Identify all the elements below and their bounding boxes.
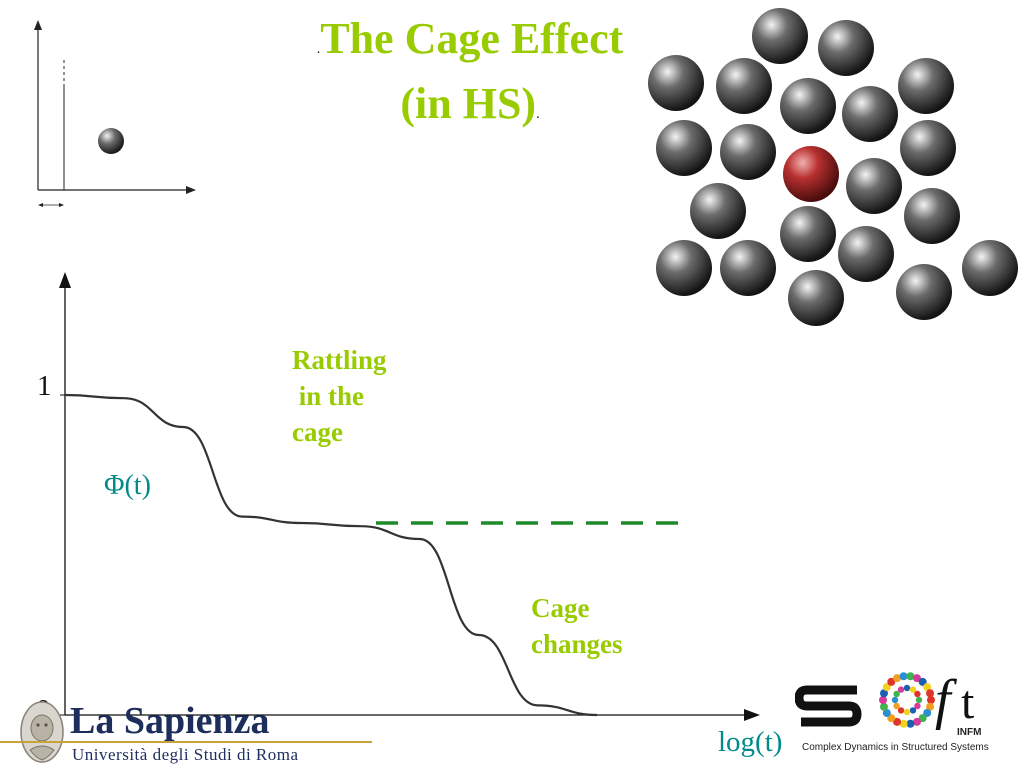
hard-sphere-icon [842, 86, 898, 142]
tagged-sphere-icon [783, 146, 839, 202]
inset-sphere-icon [98, 128, 124, 154]
hard-sphere-icon [904, 188, 960, 244]
hard-sphere-icon [716, 58, 772, 114]
hard-sphere-icon [780, 206, 836, 262]
soft-tagline: Complex Dynamics in Structured Systems [802, 742, 989, 753]
hard-sphere-icon [818, 20, 874, 76]
y-tick-label-1: 1 [37, 370, 52, 403]
slide-title: .The Cage Effect (in HS). [250, 12, 690, 142]
infm-badge: INFM [957, 727, 981, 738]
hard-sphere-icon [962, 240, 1018, 296]
cage-changes-annotation: Cage changes [531, 590, 671, 662]
hard-sphere-icon [690, 183, 746, 239]
cage-changes-line-2: changes [531, 626, 671, 662]
y-axis-label: Φ(t) [104, 470, 151, 502]
title-line-2: (in HS). [250, 77, 690, 142]
hard-sphere-icon [648, 55, 704, 111]
rattling-annotation: Rattling in the cage [292, 342, 452, 450]
title-line-2-text: (in HS) [400, 79, 536, 128]
inset-y-arrow-icon [34, 20, 42, 30]
rattling-line-1: Rattling [292, 342, 452, 378]
hard-sphere-icon [780, 78, 836, 134]
plot-y-arrow-icon [59, 272, 71, 288]
cage-changes-line-1: Cage [531, 590, 671, 626]
inset-x-arrow-icon [186, 186, 196, 194]
hard-sphere-icon [752, 8, 808, 64]
hard-sphere-icon [656, 120, 712, 176]
sapienza-seal-icon [16, 698, 68, 766]
hard-sphere-icon [846, 158, 902, 214]
title-dot-2: . [536, 107, 540, 122]
rattling-line-2: in the [292, 378, 452, 414]
title-line-1-text: The Cage Effect [320, 14, 623, 63]
hard-sphere-icon [898, 58, 954, 114]
hard-sphere-icon [788, 270, 844, 326]
inset-width-arrow-left-icon [38, 203, 43, 207]
hard-sphere-icon [838, 226, 894, 282]
sapienza-name: La Sapienza [70, 700, 270, 742]
plot-x-arrow-icon [744, 709, 760, 721]
title-line-1: .The Cage Effect [250, 12, 690, 77]
svg-text:f: f [935, 669, 958, 731]
hard-sphere-icon [896, 264, 952, 320]
rattling-line-3: cage [292, 414, 452, 450]
sapienza-subtitle: Università degli Studi di Roma [72, 745, 299, 765]
hard-sphere-icon [720, 124, 776, 180]
x-axis-label: log(t) [718, 726, 782, 759]
inset-diagram [28, 15, 203, 215]
inset-width-arrow-right-icon [59, 203, 64, 207]
svg-text:t: t [961, 676, 975, 729]
hard-sphere-icon [900, 120, 956, 176]
